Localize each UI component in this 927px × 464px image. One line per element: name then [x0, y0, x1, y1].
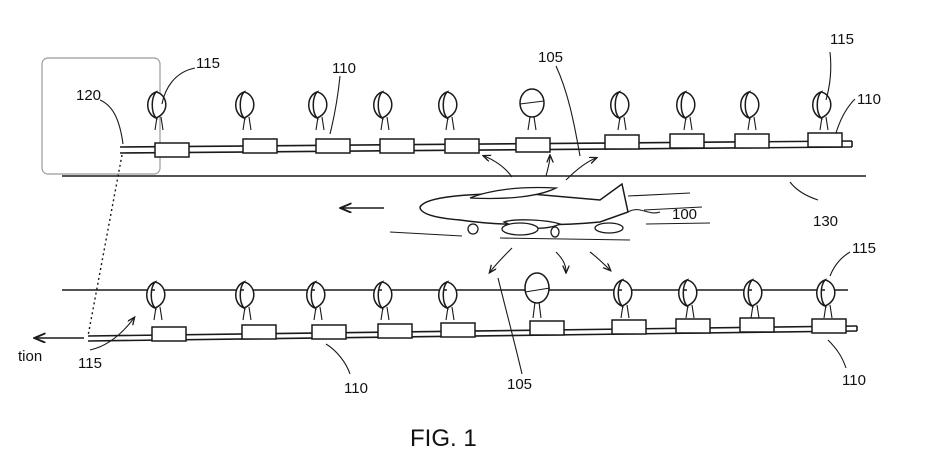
label-light-bottom-right: 115 — [852, 240, 876, 257]
label-runway-edge: 130 — [813, 213, 838, 230]
label-light-bottom-left: 115 — [78, 355, 102, 372]
cable-connection-dotted — [87, 154, 123, 337]
label-cable: 120 — [76, 87, 101, 104]
label-aircraft: 100 — [672, 206, 697, 223]
label-unit-bottom-left: 110 — [344, 380, 368, 397]
detail-inset-box — [41, 57, 161, 175]
label-unit-bottom-right: 110 — [842, 372, 866, 389]
label-unit-top-left: 110 — [332, 60, 356, 77]
label-light-top-left: 115 — [196, 55, 220, 72]
leader-lines — [89, 51, 856, 375]
top-light-row — [147, 88, 843, 158]
label-partial-direction: tion — [18, 348, 42, 365]
bottom-light-row — [146, 272, 847, 342]
bottom-round-light — [524, 272, 551, 319]
airplane-icon — [389, 182, 711, 241]
top-round-light — [519, 88, 545, 131]
label-signal-bottom: 105 — [507, 376, 532, 393]
figure-caption: FIG. 1 — [410, 425, 477, 452]
signal-arrows — [484, 156, 610, 272]
label-light-top-right: 115 — [830, 31, 854, 48]
label-unit-top-right: 110 — [857, 91, 881, 108]
label-signal-top: 105 — [538, 49, 563, 66]
top-cable — [119, 140, 853, 154]
